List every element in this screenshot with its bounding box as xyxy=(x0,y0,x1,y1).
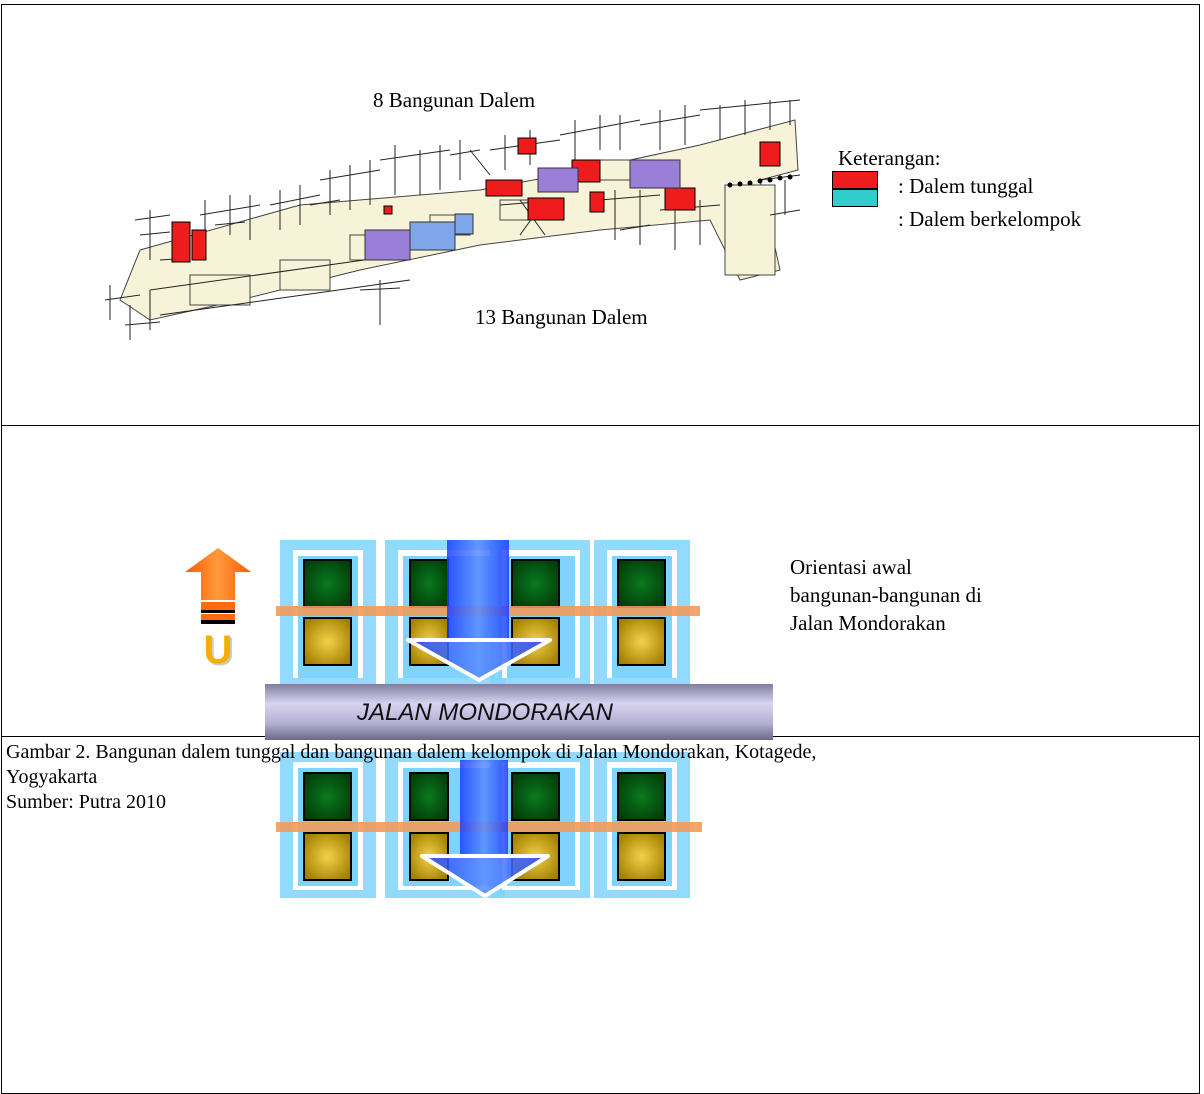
panel-divider-2 xyxy=(2,736,1199,737)
panel-divider-1 xyxy=(2,425,1199,426)
map-label-north: 8 Bangunan Dalem xyxy=(373,88,536,112)
legend-label-tunggal: : Dalem tunggal xyxy=(898,174,1034,198)
map-dalem-berkelompok xyxy=(364,159,681,261)
caption-line-2: Yogyakarta xyxy=(6,766,98,788)
map-label-south: 13 Bangunan Dalem xyxy=(475,305,648,329)
orientation-description: Orientasi awal bangunan-bangunan di Jala… xyxy=(790,553,982,637)
north-letter: U xyxy=(203,628,233,672)
legend-swatch-berkelompok xyxy=(832,189,878,207)
caption-line-1: Gambar 2. Bangunan dalem tunggal dan ban… xyxy=(6,741,817,763)
map-dalem-tunggal xyxy=(171,137,781,263)
legend-swatch-tunggal xyxy=(832,171,878,189)
kotagede-map xyxy=(104,99,801,340)
caption-source: Sumber: Putra 2010 xyxy=(6,791,166,813)
map-dot-row xyxy=(727,174,793,188)
map-building-outlines xyxy=(104,99,801,340)
orientation-line-2: bangunan-bangunan di xyxy=(790,583,982,607)
road-label: JALAN MONDORAKAN xyxy=(356,699,614,726)
legend-label-berkelompok: : Dalem berkelompok xyxy=(898,207,1082,231)
figure-caption: Gambar 2. Bangunan dalem tunggal dan ban… xyxy=(6,740,1176,815)
legend-title: Keterangan: xyxy=(838,146,941,170)
orientation-line-3: Jalan Mondorakan xyxy=(790,611,946,635)
orientation-line-1: Orientasi awal xyxy=(790,555,912,579)
